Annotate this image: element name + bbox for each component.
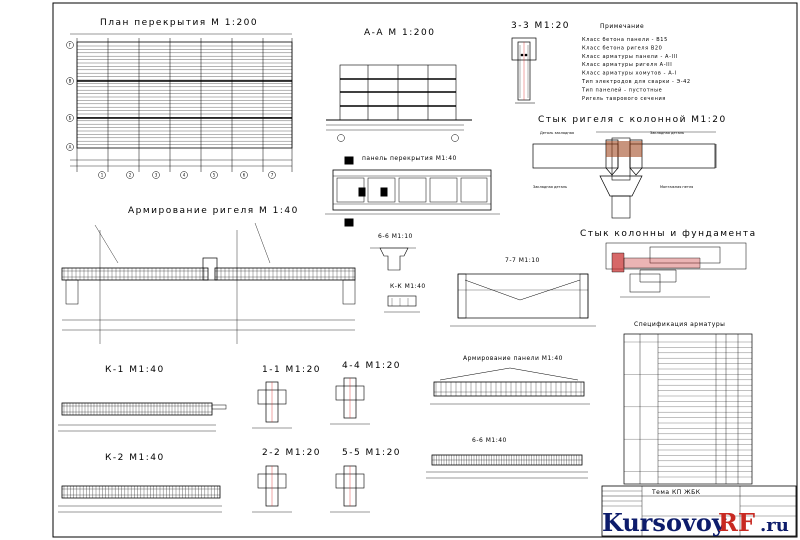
s66b-title: 6-6 М1:40 xyxy=(472,437,507,444)
s44-title: 4-4 М1:20 xyxy=(342,361,401,371)
k2-stirrups xyxy=(63,486,218,498)
svg-text:Kursovoy: Kursovoy xyxy=(602,508,727,537)
axis-label-letter: В xyxy=(69,78,72,83)
note-line: Тип панелей - пустотные xyxy=(581,86,662,93)
axis-marker-number xyxy=(180,171,188,179)
joint-label-bottom-left: Закладная деталь xyxy=(533,185,567,189)
panel-drawing xyxy=(325,156,500,227)
axis-label-number: 1 xyxy=(101,172,104,177)
panel-stirrups xyxy=(435,382,582,396)
section-33-title: 3-3 М1:20 xyxy=(511,21,570,31)
axis-label-letter: Г xyxy=(69,42,72,47)
joint-label-left: Деталь закладная xyxy=(540,131,574,135)
svg-text:RF: RF xyxy=(718,508,755,537)
joint-label-bottom-right: Монтажная петля xyxy=(660,185,693,189)
plan-axis-numbers: 1 2 3 4 5 6 7 xyxy=(98,171,276,179)
section-33-drawing xyxy=(511,37,537,104)
note-line: Класс арматуры ригеля А-III xyxy=(582,62,672,68)
col-found-drawing xyxy=(605,242,747,298)
axis-label-number: 7 xyxy=(271,172,274,177)
col-found-title: Стык колонны и фундамента xyxy=(580,229,757,239)
floor-plan xyxy=(70,33,293,172)
section-77-drawing xyxy=(450,273,596,327)
s11-title: 1-1 М1:20 xyxy=(262,365,321,375)
beam-joint-title: Стык ригеля с колонной М1:20 xyxy=(538,115,727,125)
axis-label-letter: Б xyxy=(69,115,72,120)
panel-reinf-drawing xyxy=(430,367,590,405)
axis-marker-number xyxy=(210,171,218,179)
sheet-frame xyxy=(52,2,798,538)
axis-marker-number xyxy=(152,171,160,179)
stamp-title: Тема КП ЖБК xyxy=(651,489,701,496)
note-line: Класс бетона ригеля В20 xyxy=(582,45,662,51)
panel-reinf-title: Армирование панели М1:40 xyxy=(463,355,563,362)
axis-marker-number xyxy=(268,171,276,179)
note-line: Класс арматуры хомутов - А-I xyxy=(582,71,677,77)
axis-marker-letter xyxy=(66,77,74,85)
axis-marker-number xyxy=(98,171,106,179)
plan-title: План перекрытия М 1:200 xyxy=(100,18,258,28)
note-line: Тип электродов для сварки - Э-42 xyxy=(581,79,691,85)
small-sections xyxy=(252,377,370,513)
axis-marker-number xyxy=(126,171,134,179)
watermark-logo: Kursovoy RF .ru xyxy=(602,508,789,537)
svg-text:.ru: .ru xyxy=(760,515,789,536)
beam-stirrups xyxy=(63,268,354,280)
joint-label-right: Закладная деталь xyxy=(650,131,684,135)
cross-section xyxy=(330,377,370,425)
title-block xyxy=(601,485,797,537)
spec-table xyxy=(623,333,753,485)
section-aa-drawing xyxy=(326,64,472,142)
s66b-drawing xyxy=(426,454,588,479)
s55-title: 5-5 М1:20 xyxy=(342,448,401,458)
panel-title: панель перекрытия М1:40 xyxy=(362,155,457,162)
axis-marker-letter xyxy=(66,114,74,122)
cross-section xyxy=(252,465,292,513)
note-line: Класс арматуры панели - А-III xyxy=(582,54,678,60)
axis-label-number: 3 xyxy=(155,172,158,177)
spec-rows xyxy=(624,341,752,478)
section-kk-title: К-К М1:40 xyxy=(390,283,426,290)
cross-section xyxy=(252,381,292,429)
section-66-title: 6-6 М1:10 xyxy=(378,233,413,240)
beam-joint-drawing xyxy=(532,131,717,219)
k2-drawing xyxy=(58,485,222,513)
reinf-beam-title: Армирование ригеля М 1:40 xyxy=(128,206,299,216)
axis-label-number: 4 xyxy=(183,172,186,177)
beam-reinforcement-drawing xyxy=(61,222,356,344)
note-line: Ригель таврового сечения xyxy=(582,96,666,102)
s22-title: 2-2 М1:20 xyxy=(262,448,321,458)
note-line: Класс бетона панели - В15 xyxy=(582,37,668,43)
axis-label-number: 2 xyxy=(129,172,132,177)
spec-title: Спецификация арматуры xyxy=(634,321,725,328)
k2-title: К-2 М1:40 xyxy=(105,453,165,463)
section-66-drawing xyxy=(370,247,416,271)
plan-axis-letters: Г В Б А xyxy=(66,41,74,151)
cross-section xyxy=(330,465,370,513)
axis-label-number: 6 xyxy=(243,172,246,177)
section-aa-title: А-А М 1:200 xyxy=(364,28,435,38)
notes-header: Примечание xyxy=(600,23,644,30)
k1-stirrups xyxy=(63,403,209,415)
section-77-title: 7-7 М1:10 xyxy=(505,257,540,264)
axis-marker-letter xyxy=(66,41,74,49)
axis-marker-letter xyxy=(66,143,74,151)
s66b-ticks xyxy=(433,455,580,465)
axis-label-number: 5 xyxy=(213,172,216,177)
axis-marker-number xyxy=(240,171,248,179)
k1-title: К-1 М1:40 xyxy=(105,365,165,375)
axis-label-letter: А xyxy=(69,144,72,149)
section-kk-drawing xyxy=(384,295,420,313)
